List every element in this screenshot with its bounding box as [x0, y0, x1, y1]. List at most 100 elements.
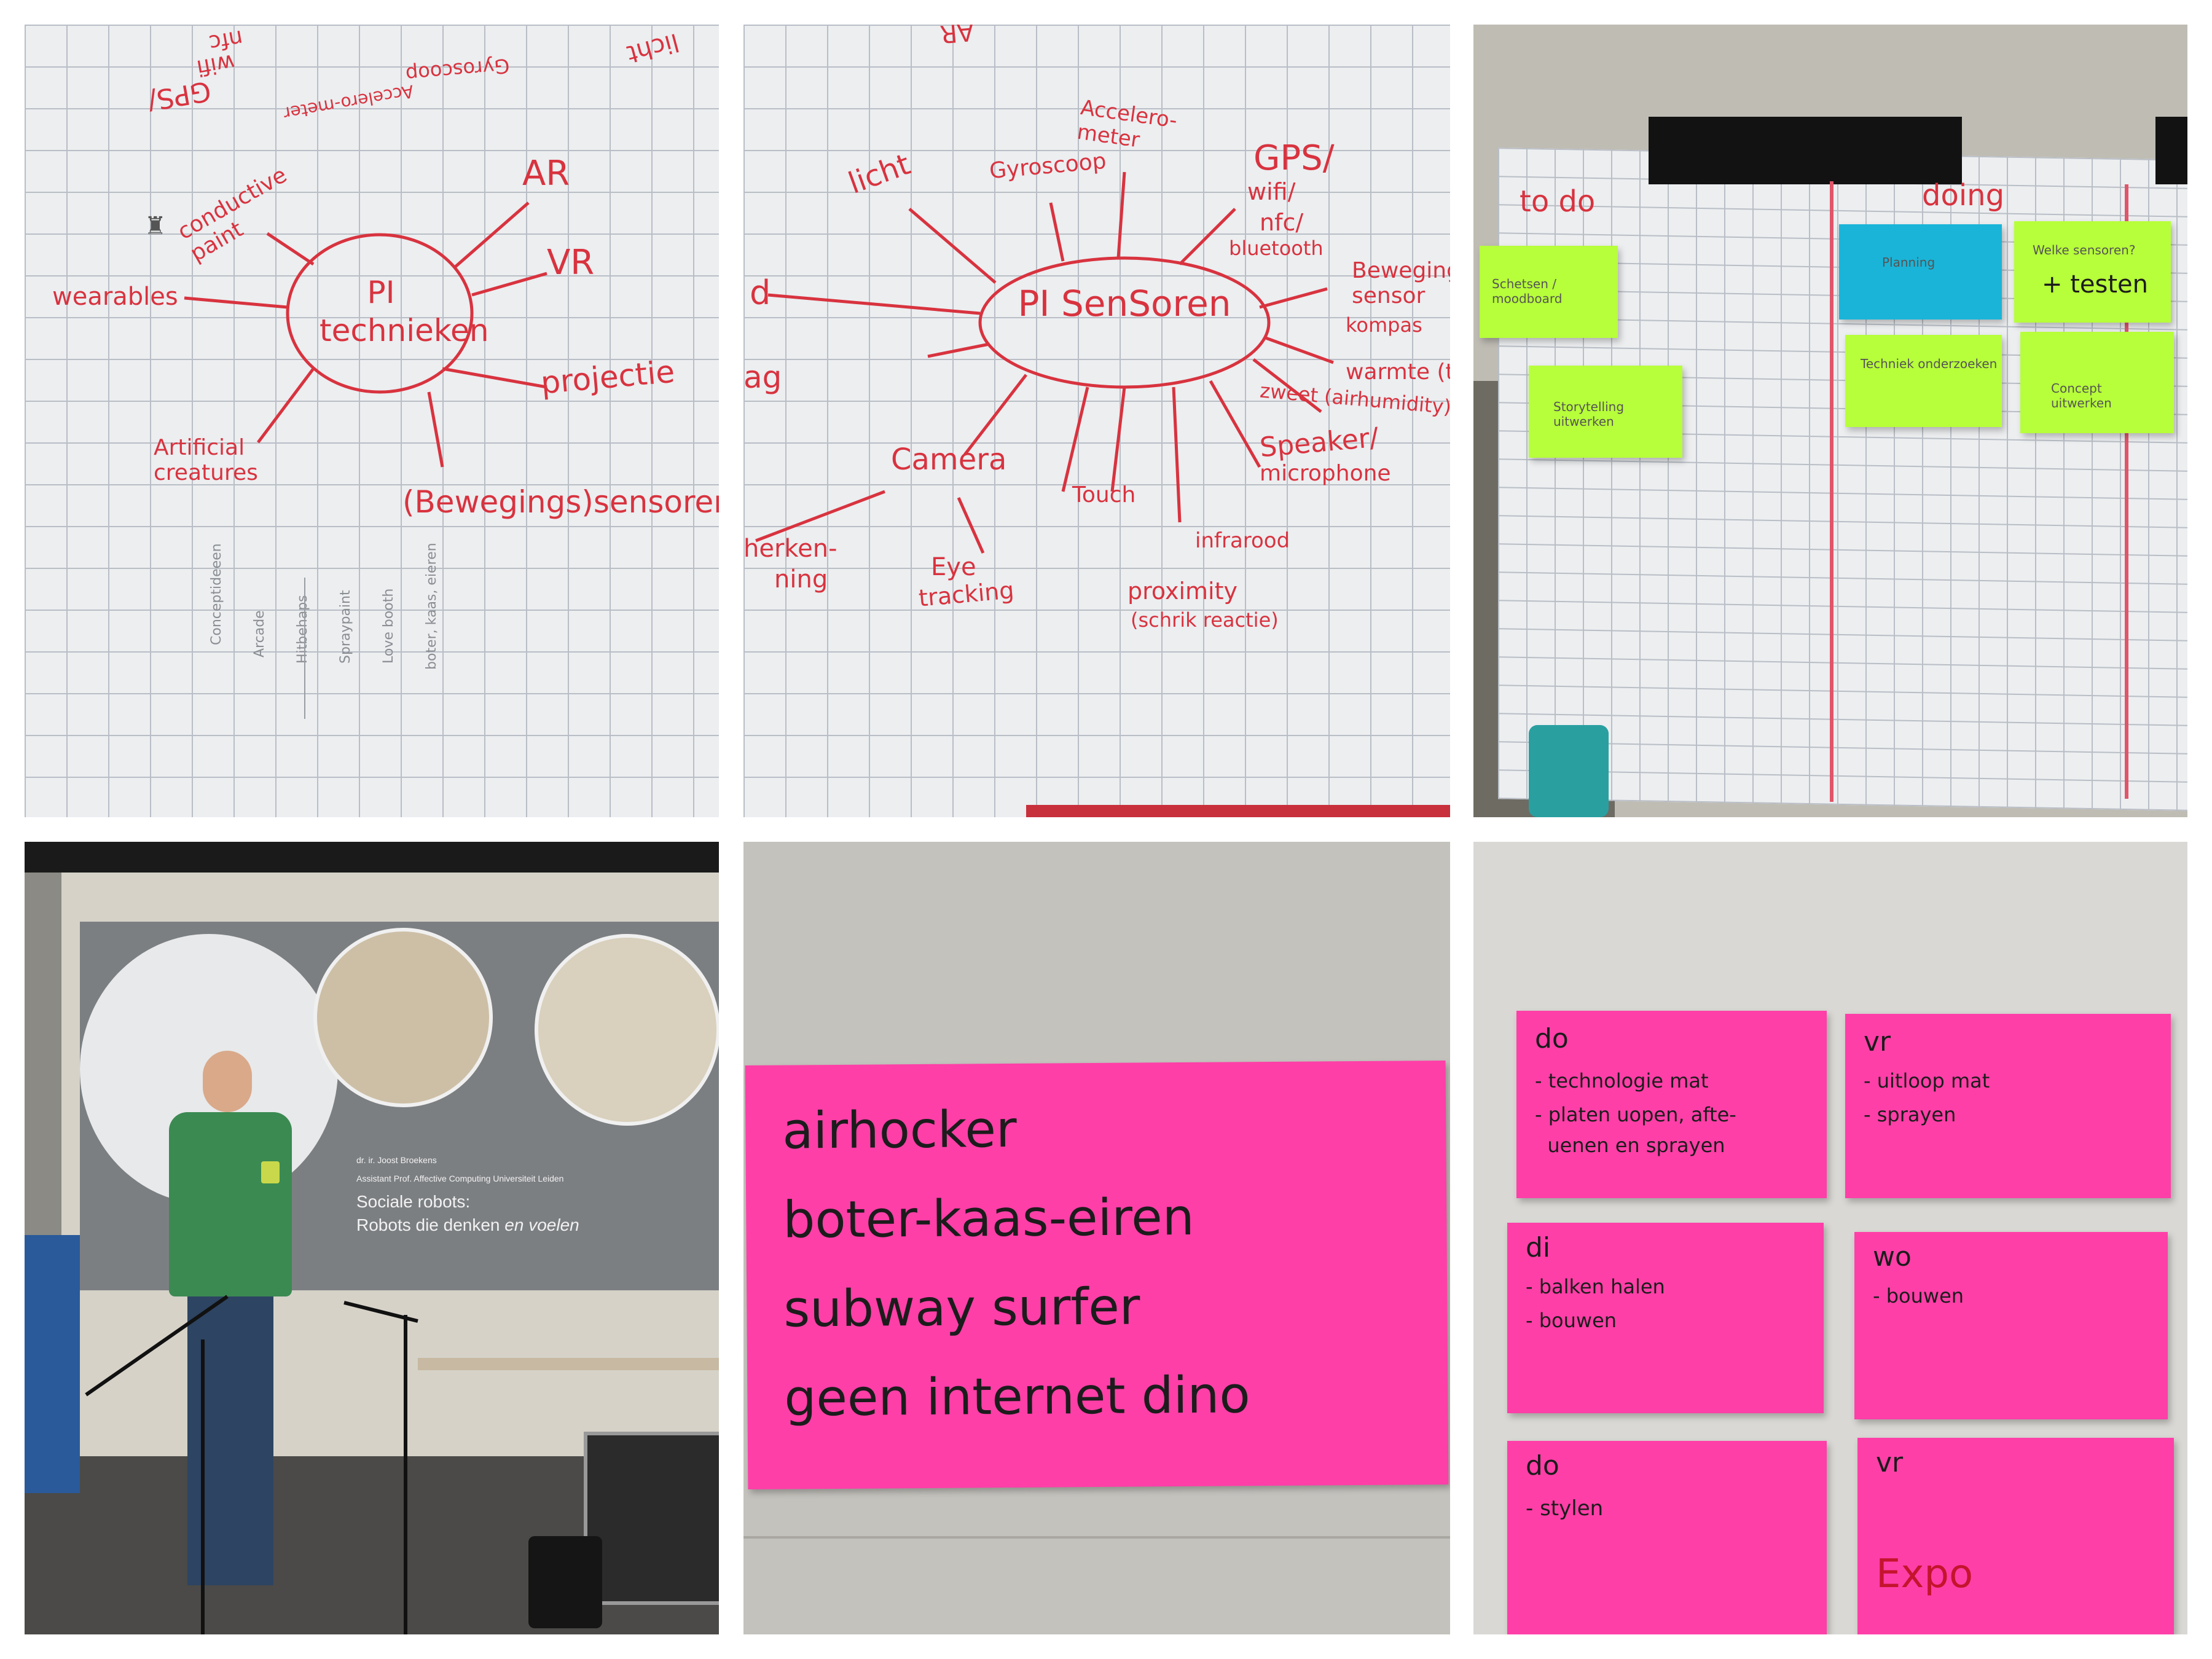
note-item: - stylen — [1526, 1496, 1604, 1521]
pushpin-icon: ♜ — [144, 212, 167, 240]
slide-presenter-name: dr. ir. Joost Broekens — [356, 1155, 437, 1165]
note-day: do — [1535, 1023, 1569, 1054]
note-item: - technologie mat — [1535, 1069, 1709, 1092]
branch-wearables: wearables — [52, 283, 178, 311]
note-expo: Expo — [1876, 1551, 1974, 1597]
top-word-ar: AR — [939, 25, 976, 49]
sticky-note-wo: wo - bouwen — [1854, 1232, 2168, 1419]
red-edge-strip — [1026, 805, 1450, 817]
slide-title-plain: Robots die denken — [356, 1215, 505, 1234]
sticky-note-do-1: do - technologie mat - platen uopen, aft… — [1516, 1011, 1827, 1198]
note-day: vr — [1876, 1447, 1904, 1478]
center-title: PI technieken — [320, 275, 489, 348]
note-line-airhocker: airhocker — [782, 1100, 1017, 1161]
note-text: Planning — [1882, 255, 1936, 270]
branch-touch: Touch — [1072, 482, 1136, 508]
note-text: Techniek onderzoeken — [1861, 356, 1998, 371]
center-title: PI SenSoren — [1018, 283, 1231, 324]
black-tape-1 — [1649, 117, 1962, 184]
branch-kompas: kompas — [1346, 313, 1422, 337]
table — [418, 1358, 719, 1370]
slide-title-line-2: Robots die denken en voelen — [356, 1215, 579, 1235]
sticky-note-welke-sensoren: Welke sensoren? + testen — [2014, 221, 2171, 323]
pencil-line-5: Love booth — [381, 588, 396, 664]
note-day: di — [1526, 1232, 1551, 1263]
presenter-cup — [261, 1161, 280, 1183]
note-line-subway-surfer: subway surfer — [783, 1277, 1140, 1339]
mindmap-lines — [184, 202, 547, 468]
sticky-note-di: di - balken halen - bouwen — [1507, 1223, 1824, 1413]
robots-group-circle — [313, 928, 493, 1107]
branch-artificial-creatures: Artificial creatures — [154, 435, 258, 485]
wall-crease — [743, 1536, 1450, 1539]
photo-weekly-planning: do - technologie mat - platen uopen, aft… — [1473, 842, 2187, 1634]
black-tape-2 — [2155, 117, 2187, 184]
branch-camera: Camera — [891, 442, 1007, 477]
camera-bag — [528, 1536, 602, 1628]
branch-proximity: proximity — [1128, 578, 1237, 605]
teal-bag — [1529, 725, 1609, 817]
pencil-divider — [304, 578, 305, 719]
sticky-note-storytelling: Storytelling uitwerken — [1529, 366, 1682, 458]
note-line-geen-internet-dino: geen internet dino — [784, 1366, 1250, 1428]
presenter-shirt — [169, 1112, 292, 1296]
sticky-note-do-2: do - stylen — [1507, 1441, 1827, 1634]
flight-case — [584, 1432, 719, 1605]
furby-circle — [535, 934, 719, 1126]
sticky-note-schetsen: Schetsen / moodboard — [1480, 246, 1618, 338]
sticky-note-techniek: Techniek onderzoeken — [1845, 335, 2002, 427]
branch-bewegingssensoren: (Bewegings)sensoren — [402, 484, 719, 520]
branch-wifi: wifi/ — [1247, 178, 1296, 205]
pencil-line-3: Hitbehaps — [295, 595, 310, 664]
note-item: uenen en sprayen — [1535, 1134, 1725, 1157]
branch-herkenning: herken- — [743, 535, 837, 563]
mindmap-lines — [755, 171, 1334, 554]
ceiling — [25, 842, 719, 873]
branch-gps: GPS/ — [1253, 138, 1335, 178]
note-text: Concept uitwerken — [2051, 381, 2112, 410]
branch-partial-ag: ag — [743, 359, 782, 395]
presenter — [135, 1051, 320, 1604]
note-text: Storytelling uitwerken — [1553, 399, 1625, 429]
branch-partial-d: d — [750, 273, 771, 312]
slide-presenter-role: Assistant Prof. Affective Computing Univ… — [356, 1174, 564, 1183]
photo-mindmap-technieken: GPS/ wifi nfc Accelero-meter Gyroscoop l… — [25, 25, 719, 817]
slide-title-italic: en voelen — [504, 1215, 579, 1234]
photo-mindmap-sensoren: AR PI SenSoren licht Gyroscoop Accelero-… — [743, 25, 1450, 817]
pencil-line-4: Spraypaint — [338, 590, 353, 664]
note-handwriting: + testen — [2042, 270, 2149, 299]
note-item: - bouwen — [1526, 1309, 1617, 1332]
note-item: - uitloop mat — [1864, 1069, 1990, 1092]
sticky-note-concept: Concept uitwerken — [2020, 332, 2174, 433]
branch-bewegingssensor: Bewegings sensor — [1352, 258, 1450, 308]
column-divider-1 — [1830, 181, 1834, 802]
photo-presentation: dr. ir. Joost Broekens Assistant Prof. A… — [25, 842, 719, 1634]
sticky-note-planning: Planning — [1839, 224, 2002, 320]
sticky-note-vr-2: vr Expo — [1857, 1438, 2174, 1634]
note-day: wo — [1873, 1241, 1912, 1273]
photo-pink-sticky: airhocker boter-kaas-eiren subway surfer… — [743, 842, 1450, 1634]
branch-schrik-reactie: (schrik reactie) — [1131, 608, 1279, 632]
sticky-note-games: airhocker boter-kaas-eiren subway surfer… — [745, 1061, 1449, 1489]
column-divider-2 — [2125, 184, 2128, 799]
branch-eye: Eye — [931, 553, 976, 581]
note-text: Schetsen / moodboard — [1492, 276, 1563, 306]
branch-infrarood: infrarood — [1195, 528, 1290, 553]
branch-herkenning-2: ning — [774, 565, 828, 594]
sticky-note-vr-1: vr - uitloop mat - sprayen — [1845, 1014, 2171, 1198]
note-line-boter-kaas-eiren: boter-kaas-eiren — [783, 1188, 1194, 1250]
slide-title-line-1: Sociale robots: — [356, 1192, 471, 1211]
branch-microphone: microphone — [1260, 461, 1391, 486]
branch-warmte: warmte (t — [1346, 359, 1450, 385]
note-text: Welke sensoren? — [2033, 243, 2136, 257]
note-item: - sprayen — [1864, 1103, 1956, 1126]
photo-kanban-board: to do doing Schetsen / moodboard Storyte… — [1473, 25, 2187, 817]
blue-tarp — [25, 1235, 80, 1493]
pencil-line-2: Arcade — [252, 610, 267, 657]
note-item: - bouwen — [1873, 1284, 1964, 1308]
branch-ar: AR — [522, 154, 570, 194]
branch-bluetooth: bluetooth — [1229, 237, 1324, 260]
column-header-todo: to do — [1520, 184, 1596, 219]
note-day: do — [1526, 1450, 1559, 1481]
note-item: - balken halen — [1526, 1275, 1665, 1298]
